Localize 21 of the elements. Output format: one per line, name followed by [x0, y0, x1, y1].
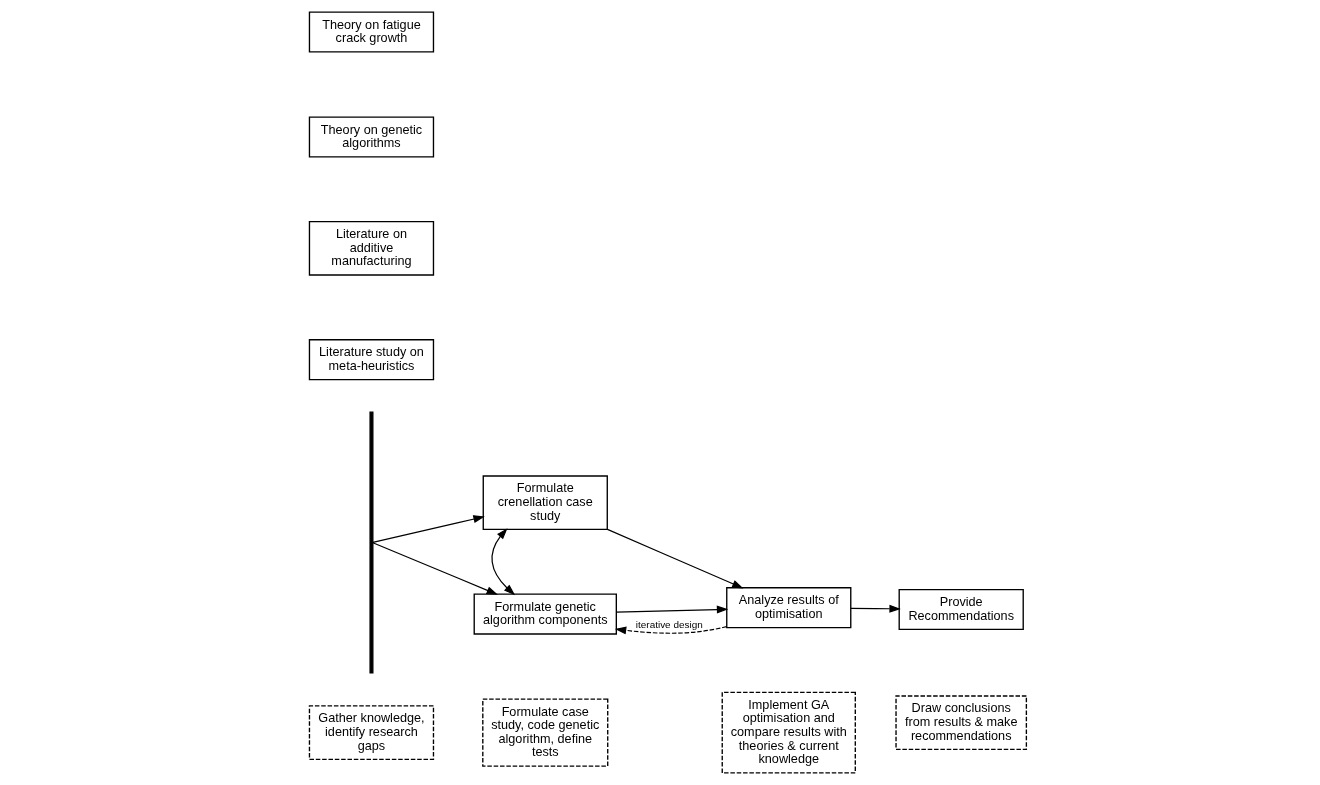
edge-label: iterative design	[635, 619, 703, 631]
node-box: Formulate genetic algorithm components	[473, 593, 617, 635]
arrow	[491, 528, 516, 596]
node-box: Analyze results of optimisation	[726, 587, 852, 629]
arrow	[372, 542, 498, 595]
node-box: Theory on fatigue crack growth	[308, 11, 435, 53]
node-box: Provide Recommendations	[898, 588, 1024, 631]
arrow	[606, 528, 744, 589]
node-box: Implement GA optimisation and compare results with theories & current knowledge	[721, 691, 856, 774]
node-box: Draw conclusions from results & make recommendations	[895, 695, 1028, 751]
node-box: Gather knowledge, identify research gaps	[308, 705, 435, 760]
arrow	[850, 604, 901, 613]
node-box: Literature study on meta-heuristics	[308, 339, 435, 381]
node-box: Theory on genetic algorithms	[308, 116, 435, 158]
arrow	[615, 605, 729, 614]
node-bar	[369, 411, 374, 674]
arrow	[614, 626, 728, 635]
node-box: Formulate case study, code genetic algorithm, define tests	[482, 698, 609, 767]
arrow	[372, 515, 485, 543]
node-box: Literature on additive manufacturing	[308, 220, 435, 276]
node-box: Formulate crenellation case study	[482, 475, 608, 531]
